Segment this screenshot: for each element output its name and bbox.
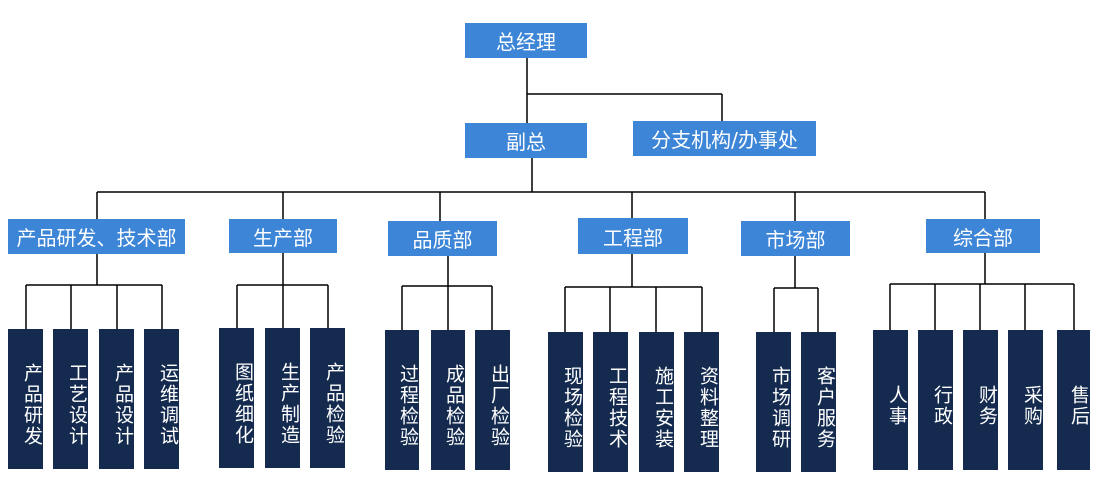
team-box: 产品研发 (8, 329, 43, 469)
department-box-rd: 产品研发、技术部 (8, 219, 185, 254)
team-box: 出厂检验 (475, 330, 510, 470)
team-box: 过程检验 (385, 330, 419, 470)
deputy-box: 副总 (465, 123, 587, 158)
branch-office-box: 分支机构/办事处 (633, 121, 816, 156)
team-box: 生产制造 (265, 328, 300, 468)
department-box-marketing: 市场部 (741, 221, 850, 256)
team-box: 市场调研 (756, 332, 791, 472)
team-box: 行政 (918, 330, 953, 470)
team-box: 售后 (1057, 330, 1090, 470)
team-box: 客户服务 (801, 332, 836, 472)
team-box: 财务 (963, 330, 998, 470)
team-box: 成品检验 (431, 330, 465, 470)
team-box: 资料整理 (684, 332, 719, 472)
team-box: 产品设计 (99, 329, 134, 469)
department-box-general: 综合部 (926, 219, 1040, 253)
team-box: 人事 (873, 330, 908, 470)
team-box: 施工安装 (639, 332, 674, 472)
team-box: 现场检验 (548, 332, 583, 472)
root-box: 总经理 (465, 23, 587, 58)
department-box-engineering: 工程部 (578, 218, 688, 254)
team-box: 产品检验 (310, 328, 345, 468)
department-box-production: 生产部 (229, 219, 337, 253)
team-box: 工艺设计 (53, 329, 88, 469)
team-box: 图纸细化 (219, 328, 254, 468)
department-box-quality: 品质部 (388, 221, 497, 256)
team-box: 工程技术 (593, 332, 628, 472)
team-box: 采购 (1008, 330, 1043, 470)
team-box: 运维调试 (144, 329, 179, 469)
